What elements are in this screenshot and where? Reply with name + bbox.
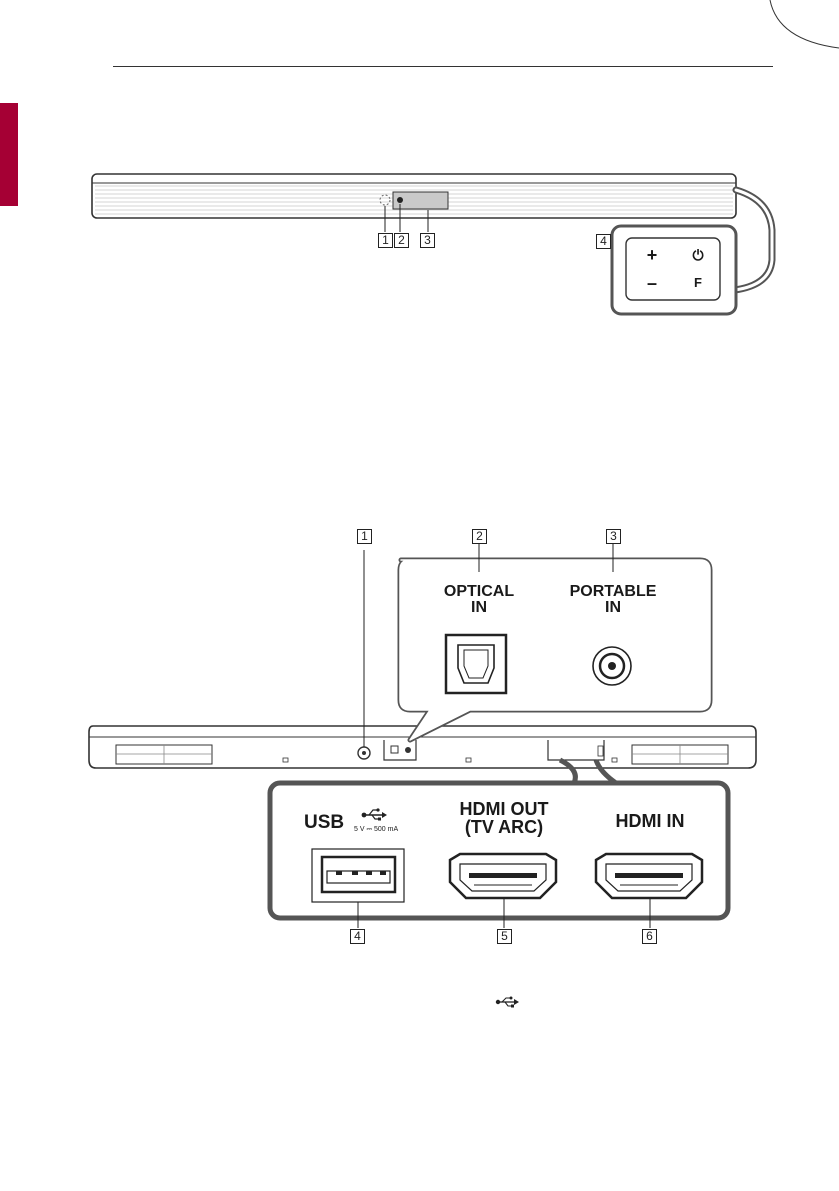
hdmi-in-label: HDMI IN (590, 812, 710, 830)
hdmi-out-label: HDMI OUT (TV ARC) (436, 800, 572, 836)
rear-callout-6: 6 (642, 929, 657, 944)
usb-small-icon (496, 997, 519, 1008)
volume-down-button[interactable]: – (642, 274, 662, 292)
front-callout-3: 3 (420, 233, 435, 248)
rear-upper-zoom (400, 544, 710, 740)
rear-callout-1: 1 (357, 529, 372, 544)
front-callout-2: 2 (394, 233, 409, 248)
front-soundbar (92, 174, 736, 232)
rear-callout-3: 3 (606, 529, 621, 544)
rear-callout-2: 2 (472, 529, 487, 544)
optical-in-label: OPTICAL IN (420, 584, 538, 616)
portable-in-label: PORTABLE IN (548, 584, 678, 616)
front-callout-4: 4 (596, 234, 611, 249)
front-callout-1: 1 (378, 233, 393, 248)
rear-callout-4: 4 (350, 929, 365, 944)
function-button[interactable]: F (688, 276, 708, 289)
rear-lower-zoom (270, 760, 728, 928)
power-button[interactable]: ⏻ (688, 248, 708, 262)
usb-label: USB (304, 813, 354, 832)
usb-rating-label: 5 V ⎓ 500 mA (354, 826, 420, 833)
rear-callout-5: 5 (497, 929, 512, 944)
page-corner-line (770, 0, 839, 48)
volume-up-button[interactable]: + (642, 246, 662, 264)
